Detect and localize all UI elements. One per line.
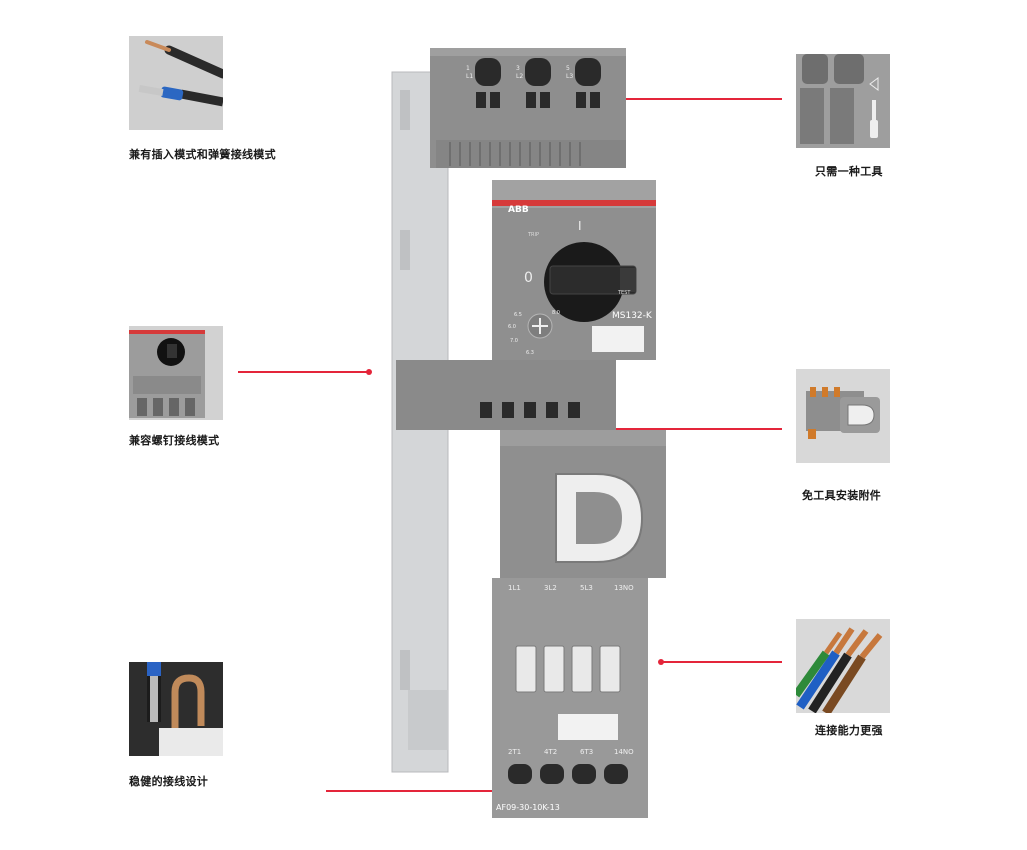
leader-stronger-connection [662,661,782,663]
leader-stronger-connection-dot [658,659,664,665]
connection-module [396,360,616,430]
leader-tool-free [578,428,782,430]
contactor-bottom-label-1: 2T1 [508,748,521,756]
top-terminal-phase-2: L2 [516,73,523,80]
leader-robust-wiring [326,790,522,792]
contactor-top-label-1: 1L1 [508,584,521,592]
dial-value-5: 6.3 [526,350,534,356]
screw-compatible-caption: 兼容螺钉接线模式 [129,434,220,447]
off-symbol: 0 [524,270,533,286]
model-label: MS132-K [612,311,653,321]
contactor-bottom-label-2: 4T2 [544,748,557,756]
top-terminal-label-1: 1 [466,65,470,72]
stronger-connection-image [796,619,890,713]
dial-value-2: 6.0 [508,324,516,330]
push-in-caption: 兼有插入模式和弹簧接线模式 [129,148,276,161]
tool-free-accessory-image [796,369,890,463]
contactor-bottom-label-4: 14NO [614,748,634,756]
one-tool-caption: 只需一种工具 [815,165,883,178]
top-terminal-phase-3: L3 [566,73,573,80]
test-label: TEST [617,290,631,296]
leader-screw-compatible-dot [366,369,372,375]
contactor-spring-terminals [515,645,621,693]
contactor-top-label-2: 3L2 [544,584,557,592]
push-in-wire-image [129,36,223,130]
screw-terminal-image [129,326,223,420]
leader-one-tool [620,98,782,100]
contactor-label-area [558,714,618,740]
dial-value-3: 7.0 [510,338,518,344]
stronger-connection-caption: 连接能力更强 [815,724,883,737]
tool-free-caption: 免工具安装附件 [802,489,882,502]
top-terminal-label-3: 5 [566,65,570,72]
top-terminal-label-2: 3 [516,65,520,72]
top-terminal-holes [475,58,601,108]
leader-screw-compatible [238,371,370,373]
trip-label: TRIP [527,232,539,238]
on-symbol: I [578,219,582,233]
dial-value-1: 6.5 [514,312,522,318]
brand-logo: ABB [508,205,529,215]
marker-label-area [592,326,644,352]
contactor-bottom-terminals [508,764,628,784]
contactor-bottom-label-3: 6T3 [580,748,593,756]
contactor-model-label: AF09-30-10K-13 [496,803,560,812]
motor-starter-illustration: 1 3 5 ABB TRIP 0 I TEST 6.5 6.0 7.0 8.0 … [391,48,666,818]
contactor-top-label-3: 5L3 [580,584,593,592]
contactor-top-label-4: 13NO [614,584,634,592]
top-terminal-phase-1: L1 [466,73,473,80]
single-tool-image [796,54,890,148]
dial-value-4: 8.0 [552,310,560,316]
robust-wiring-caption: 稳健的接线设计 [129,775,209,788]
robust-wiring-image [129,662,223,756]
